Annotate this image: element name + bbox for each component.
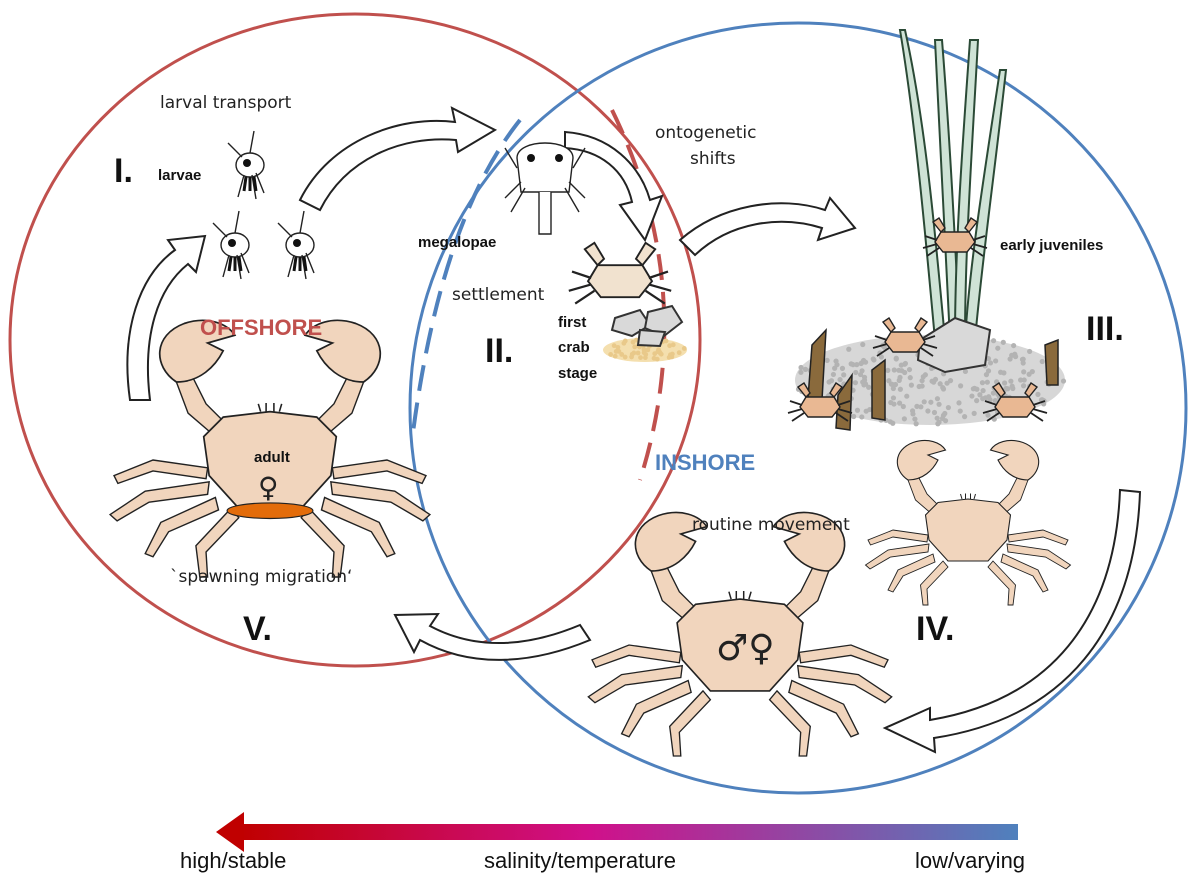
label-early-juveniles: early juveniles [1000,237,1103,254]
label-ontogenetic: ontogenetic [655,123,756,143]
gradient-right-label: low/varying [915,848,1025,873]
stage-IV: IV. [916,610,954,648]
label-megalopae: megalopae [418,234,496,251]
stage-III: III. [1086,310,1124,348]
inshore-circle [410,23,1186,793]
salinity-gradient-arrow [216,812,1018,852]
routine-movement-crab [866,440,1071,605]
arrow-larval-transport [300,108,495,210]
arrow-ontogenetic-shifts [680,198,855,255]
female-symbol: ♀ [258,471,279,504]
arrow-settlement [565,132,662,240]
label-crab: crab [558,339,590,356]
zone-inshore: INSHORE [655,450,755,475]
stage-II: II. [485,332,513,370]
arrow-spawning-migration [395,614,590,660]
inshore-dashed-arc [412,120,520,440]
larvae-drawings [213,131,314,279]
first-crab-stage-drawing [569,243,671,304]
label-routine-movement: routine movement [692,515,850,535]
gradient-left-label: high/stable [180,848,286,873]
gradient-center-label: salinity/temperature [484,848,676,873]
seagrass [900,30,1006,340]
label-first: first [558,314,586,331]
label-adult: adult [254,449,290,466]
label-settlement: settlement [452,285,545,305]
label-shifts: shifts [690,149,736,169]
male-female-symbol: ♂♀ [716,628,775,669]
stage-V: V. [243,610,272,648]
label-larval-transport: larval transport [160,93,292,113]
label-stage: stage [558,365,597,382]
label-larvae: larvae [158,167,201,184]
megalopa-drawing [505,143,585,234]
zone-offshore: OFFSHORE [200,315,322,340]
stage-I: I. [114,152,133,190]
label-spawning-migration: `spawning migration‘ [170,567,352,587]
